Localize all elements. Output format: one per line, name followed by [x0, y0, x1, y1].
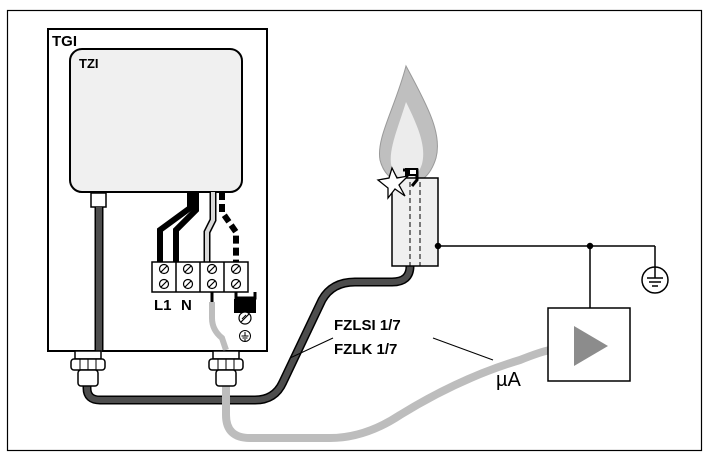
current-unit-label: µA [496, 369, 522, 391]
terminal-screw-icon [158, 263, 242, 290]
hv-connector [90, 192, 107, 208]
cable-label-2: FZLK 1/7 [334, 341, 397, 358]
terminal-block [151, 261, 249, 293]
cable-label-1: FZLSI 1/7 [334, 317, 401, 334]
cable-gland-left [70, 350, 106, 387]
tzi-box [69, 48, 243, 193]
ground-icon [641, 266, 669, 294]
ground-wiring [434, 242, 656, 308]
cable-light [222, 346, 554, 442]
leader-light-cable [432, 337, 494, 361]
amplifier-triangle-icon [574, 326, 608, 366]
cable-gland-right [208, 350, 244, 387]
primary-wires [157, 192, 239, 262]
n-label: N [181, 297, 192, 314]
spark-icon [376, 166, 410, 200]
leader-dark-cable [289, 337, 334, 359]
tzi-label: TZI [79, 56, 99, 71]
chassis-ground-icon [234, 292, 257, 342]
cable-dark-fill [84, 263, 413, 403]
l1-label: L1 [154, 297, 172, 314]
signal-wire [209, 302, 229, 351]
tgi-label: TGI [52, 33, 77, 50]
